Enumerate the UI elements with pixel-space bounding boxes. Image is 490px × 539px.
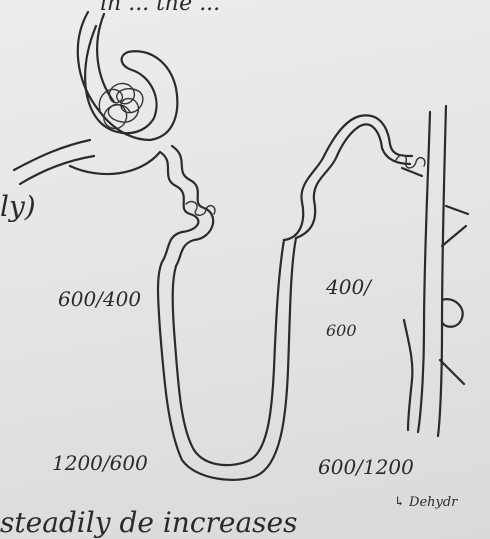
branch-2 bbox=[442, 226, 466, 246]
loop-of-henle-inner bbox=[174, 240, 284, 465]
branch-4 bbox=[440, 360, 464, 384]
bowmans-capsule-outer bbox=[78, 12, 178, 140]
pct-lower-right: 600/1200 bbox=[318, 455, 414, 479]
branch-5 bbox=[402, 168, 422, 176]
pct-upper-right-num: 400/ bbox=[325, 275, 373, 299]
vasa-recta bbox=[404, 320, 412, 430]
fragment-left: ly) bbox=[0, 190, 36, 223]
top-text: in ... the ... bbox=[100, 0, 220, 16]
bottom-text: steadily de increases bbox=[0, 506, 297, 539]
pct-upper-left: 600/400 bbox=[58, 287, 141, 311]
branch-1 bbox=[446, 206, 468, 214]
collecting-duct-right bbox=[438, 106, 446, 436]
afferent-arteriole bbox=[14, 140, 90, 170]
proximal-tubule-inner bbox=[172, 146, 213, 330]
branch-3 bbox=[442, 299, 463, 327]
pct-upper-right-den: 600 bbox=[326, 321, 357, 340]
dehydr-note: ↳ Dehydr bbox=[394, 495, 458, 510]
pct-lower-left: 1200/600 bbox=[52, 451, 148, 475]
capsule-lower-edge bbox=[70, 152, 160, 174]
distal-tubule-outer bbox=[296, 124, 410, 238]
loop-of-henle-outer bbox=[160, 238, 296, 480]
distal-tubule-inner bbox=[284, 115, 412, 240]
